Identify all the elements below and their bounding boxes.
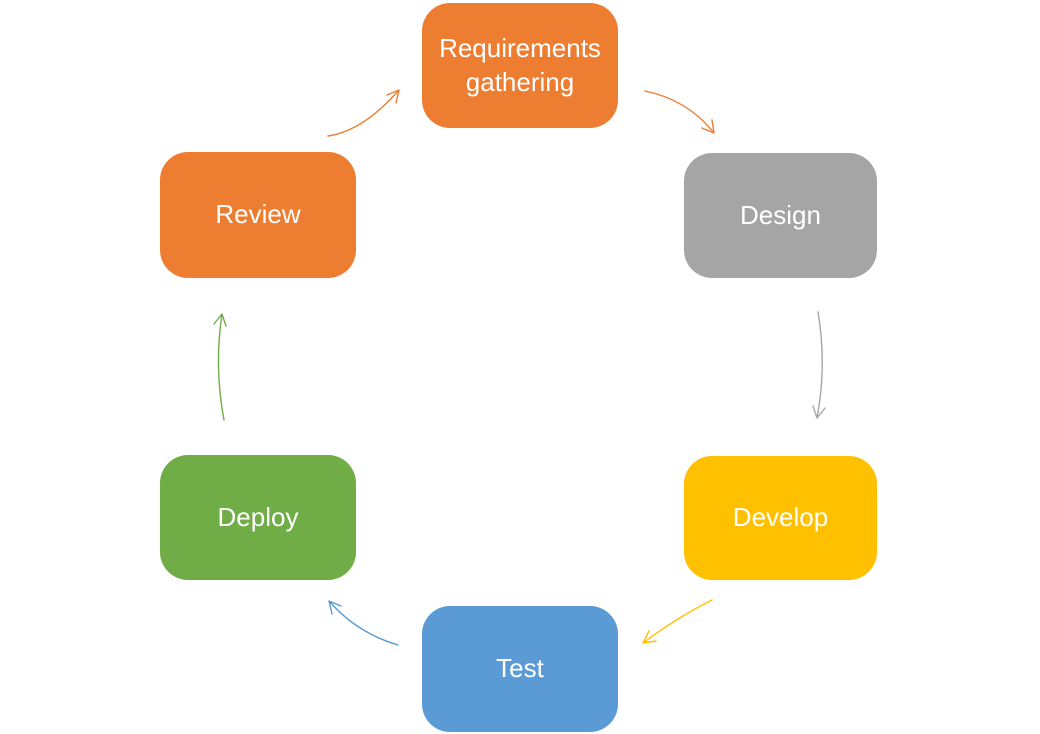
node-label-design: Design	[740, 199, 821, 230]
node-design: Design	[684, 153, 877, 278]
arrow-deploy-to-review	[213, 313, 227, 421]
node-deploy: Deploy	[160, 455, 356, 580]
node-requirements-gathering: Requirements gathering	[422, 3, 618, 128]
node-develop: Develop	[684, 456, 877, 580]
node-label-develop: Develop	[732, 502, 829, 533]
arrow-review-to-requirements	[327, 89, 400, 137]
node-review: Review	[160, 152, 356, 278]
node-label-deploy: Deploy	[217, 501, 299, 532]
arrow-test-to-deploy	[328, 600, 399, 646]
node-label-review: Review	[215, 199, 301, 230]
node-label-test: Test	[496, 653, 544, 684]
arrow-design-to-develop	[812, 311, 826, 419]
arrow-requirements-to-design	[644, 90, 715, 134]
node-test: Test	[422, 606, 618, 732]
node-label-requirements-gathering: Requirements gathering	[439, 33, 601, 97]
arrow-develop-to-test	[642, 599, 713, 644]
